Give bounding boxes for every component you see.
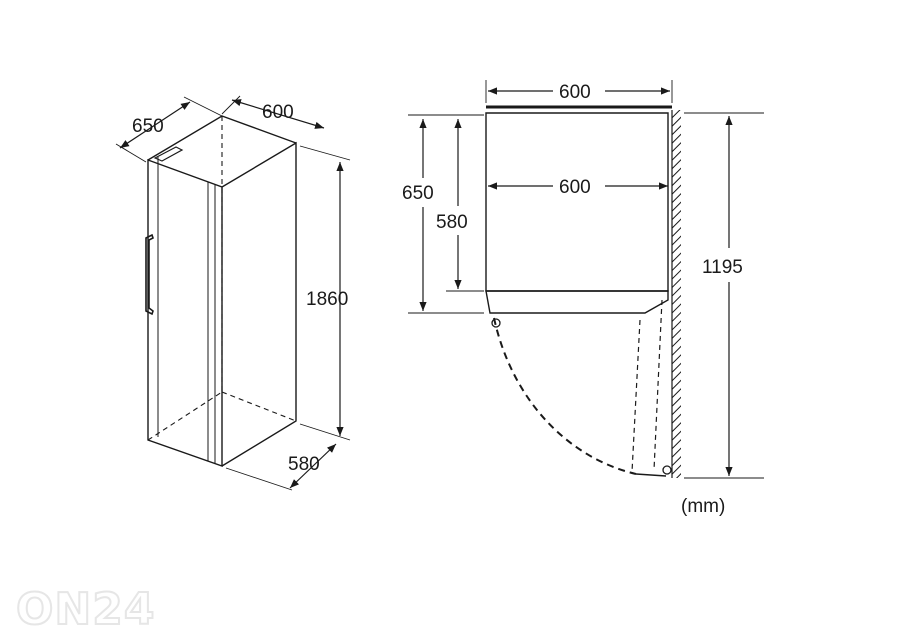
fridge-front-face <box>147 158 223 467</box>
dim-label-inner-depth: 580 <box>436 212 468 233</box>
dim-label-width: 600 <box>262 102 294 123</box>
dim-label-top-depth: 650 <box>402 183 434 204</box>
dim-label-bottom-depth: 580 <box>288 454 320 475</box>
door-open-position <box>631 299 663 473</box>
fridge-body-outline <box>485 112 669 292</box>
dim-label-height: 1860 <box>306 289 348 310</box>
fridge-door-edge <box>147 157 159 440</box>
dimension-depth-580-top <box>446 119 484 292</box>
fridge-top-hinge <box>153 146 184 162</box>
fridge-side-face <box>221 141 297 467</box>
dimension-swing-1195 <box>684 112 764 479</box>
wall-hatching <box>672 110 681 478</box>
fridge-top-view <box>485 105 681 478</box>
hinge-circle-rear <box>662 465 672 475</box>
fridge-hidden-edges <box>147 116 297 441</box>
dim-label-top-width: 600 <box>559 82 591 103</box>
door-swing-arc <box>493 317 637 475</box>
unit-label: (mm) <box>681 496 725 517</box>
fridge-3d-view <box>145 115 297 467</box>
dimension-width-600 <box>221 95 325 129</box>
dim-label-depth: 650 <box>132 116 164 137</box>
fridge-door-outline <box>485 290 669 314</box>
watermark-logo: ON24 <box>16 584 155 635</box>
fridge-handle <box>145 233 154 316</box>
dimension-height-1860 <box>299 145 351 441</box>
dim-label-inner-width: 600 <box>559 177 591 198</box>
dimension-bottom-580 <box>225 443 337 491</box>
dim-label-swing: 1195 <box>702 257 743 278</box>
dimension-depth-650 <box>115 96 223 163</box>
dimension-depth-650-top <box>408 114 484 314</box>
dimension-top-width-600 <box>485 80 673 103</box>
hinge-circle-front <box>491 318 501 328</box>
